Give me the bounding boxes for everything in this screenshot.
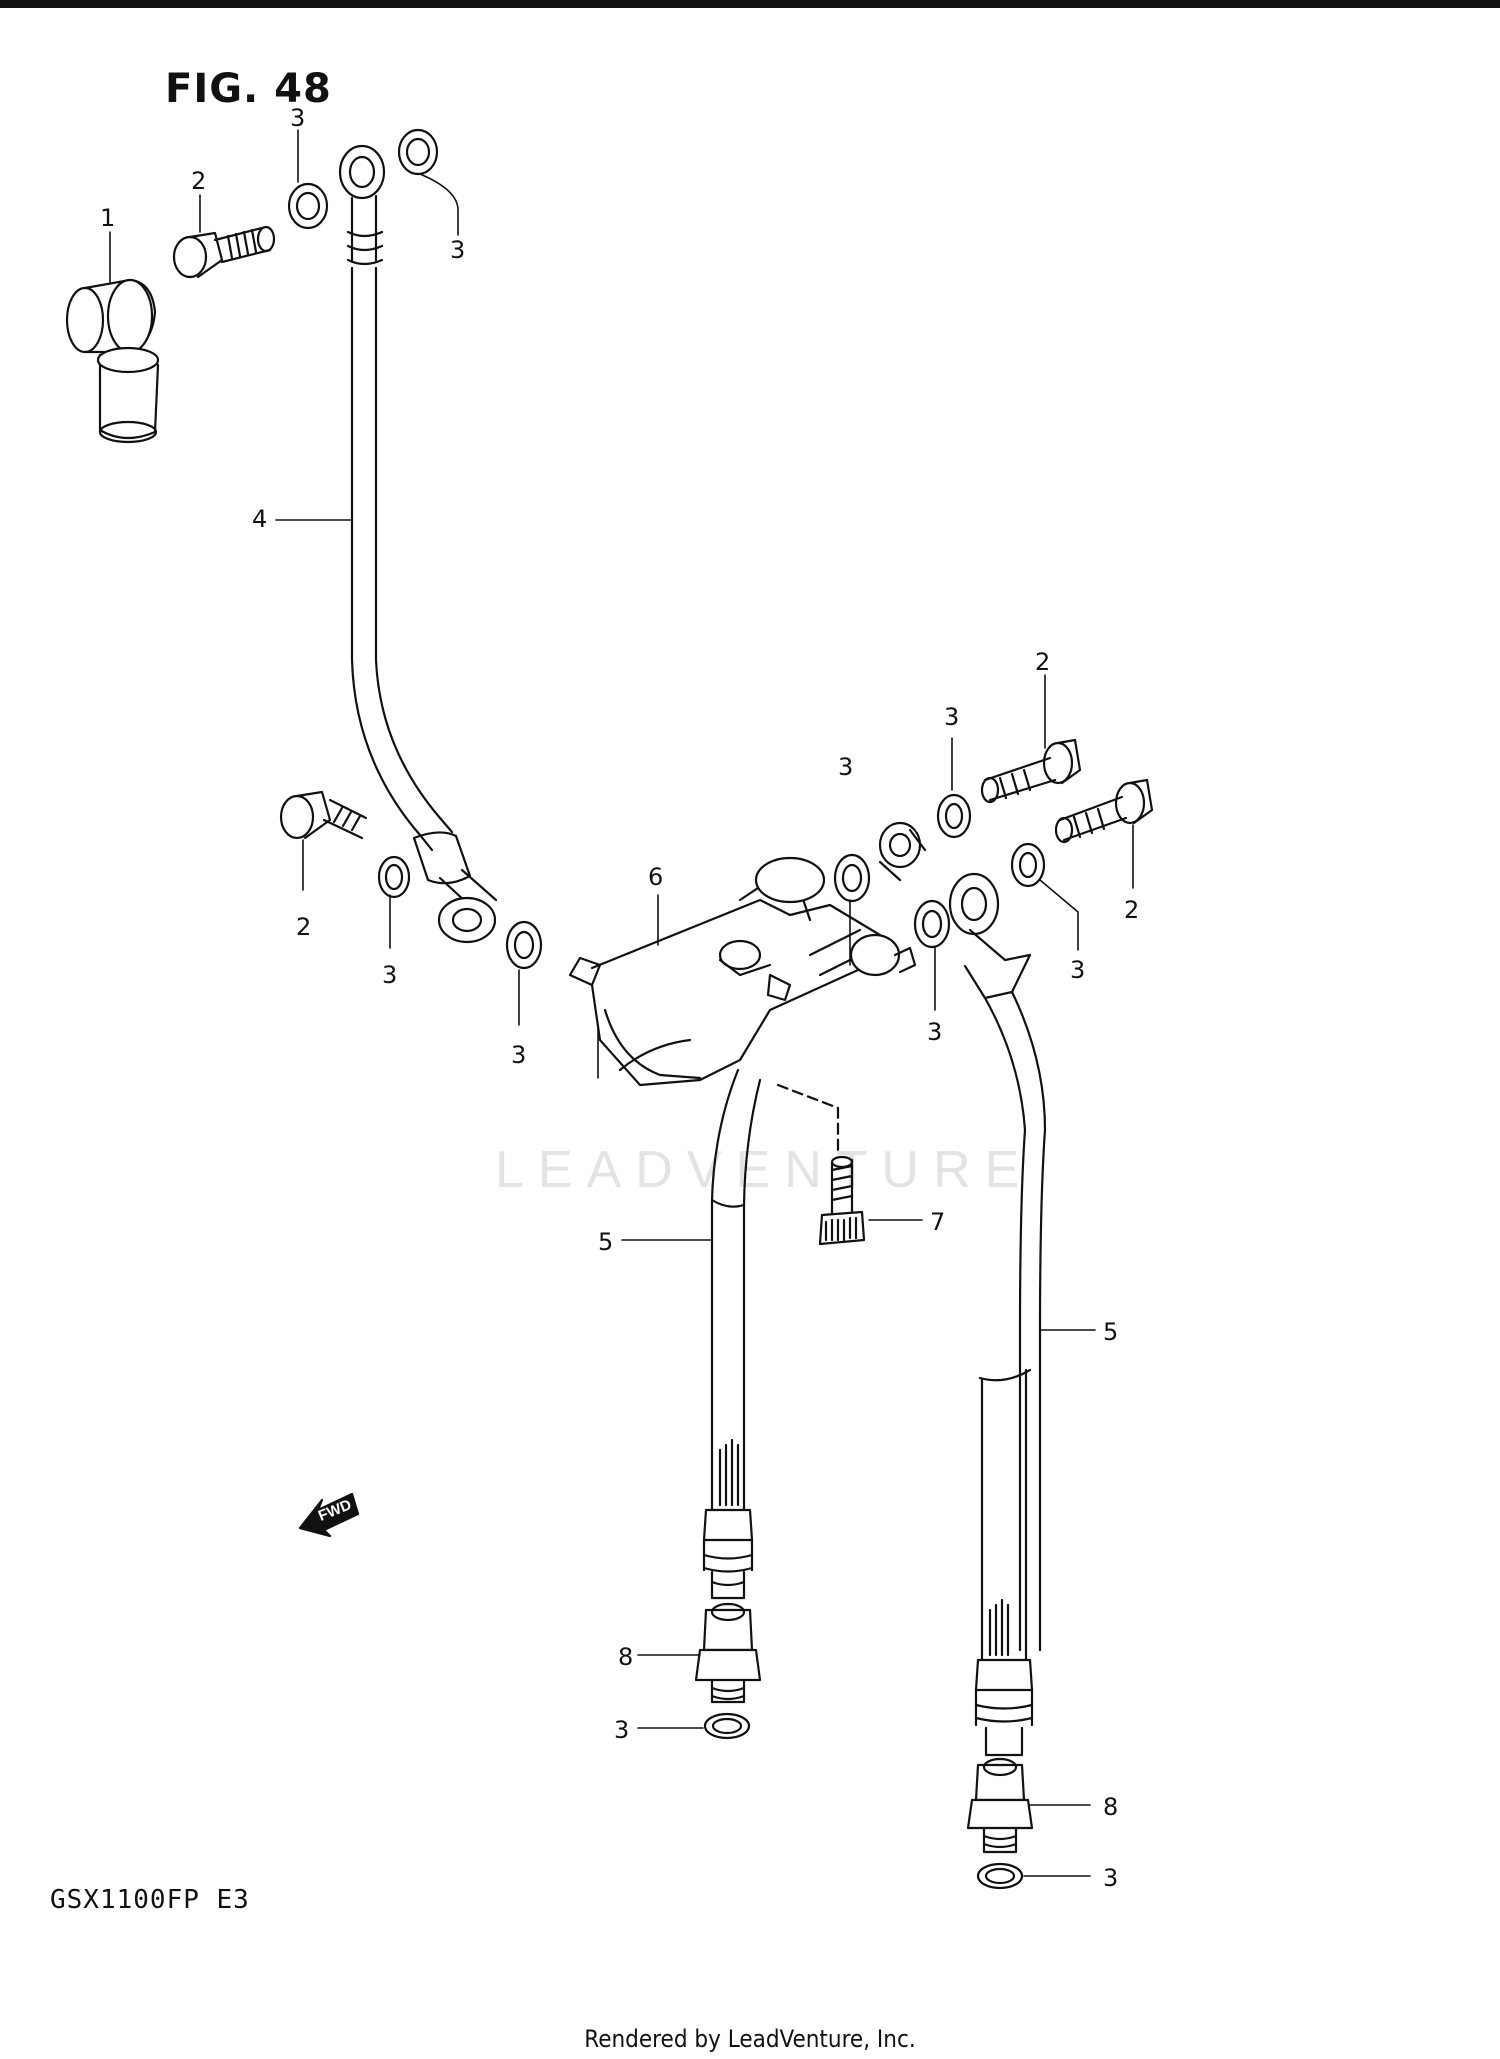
part-2-banjo-bolt-d [1054,778,1154,844]
part-2-banjo-bolt-a [172,225,276,279]
callout-3: 3 [382,961,397,989]
fwd-arrow-icon [298,1492,360,1538]
part-3-washer-a [287,182,329,230]
callout-4: 4 [252,505,267,533]
part-6-hose-joint [568,856,917,1087]
part-8-fitting-a [694,1602,762,1704]
callout-1: 1 [100,204,115,232]
part-3-washer-c [377,855,411,899]
figure-title: FIG. 48 [165,66,332,112]
callout-2: 2 [296,913,311,941]
part-2-banjo-bolt-c [980,738,1082,804]
callout-3: 3 [1070,956,1085,984]
callout-3: 3 [1103,1864,1118,1892]
part-3-washer-f [913,899,951,949]
callout-7: 7 [930,1208,945,1236]
part-5-brake-hose-a [702,1068,762,1600]
callout-5: 5 [1103,1318,1118,1346]
model-code: GSX1100FP E3 [50,1885,250,1915]
part-1-elbow-cap [65,278,160,444]
part-3-washer-j [976,1862,1024,1890]
callout-3: 3 [944,703,959,731]
callout-2: 2 [191,167,206,195]
callout-2: 2 [1035,648,1050,676]
top-border [0,0,1500,8]
leader-lines [109,129,1134,1877]
callout-2: 2 [1124,896,1139,924]
callout-3: 3 [450,236,465,264]
callout-3: 3 [838,753,853,781]
part-3-washer-d [505,920,543,970]
callout-8: 8 [618,1643,633,1671]
part-7-screw [818,1155,866,1246]
part-4-brake-hose [338,144,498,944]
part-8-fitting-b [966,1757,1034,1854]
callout-5: 5 [598,1228,613,1256]
callout-6: 6 [648,863,663,891]
callout-3: 3 [511,1041,526,1069]
footer-credit: Rendered by LeadVenture, Inc. [584,2025,916,2053]
part-3-washer-e [833,853,871,903]
callout-numbers: 1 2 3 3 4 2 3 3 3 3 3 2 3 2 6 5 7 5 8 3 … [100,104,1139,1892]
part-3-washer-b [397,128,439,176]
callout-3: 3 [614,1716,629,1744]
part-2-banjo-bolt-b [279,790,368,840]
part-3-washer-h [1010,842,1046,888]
part-3-washer-i [703,1712,751,1740]
watermark: LEADVENTURE [495,1141,1034,1199]
part-3-washer-g [936,793,972,839]
callout-3: 3 [927,1018,942,1046]
callout-8: 8 [1103,1793,1118,1821]
callout-3: 3 [290,104,305,132]
part-5-brake-hose-b [948,872,1047,1757]
